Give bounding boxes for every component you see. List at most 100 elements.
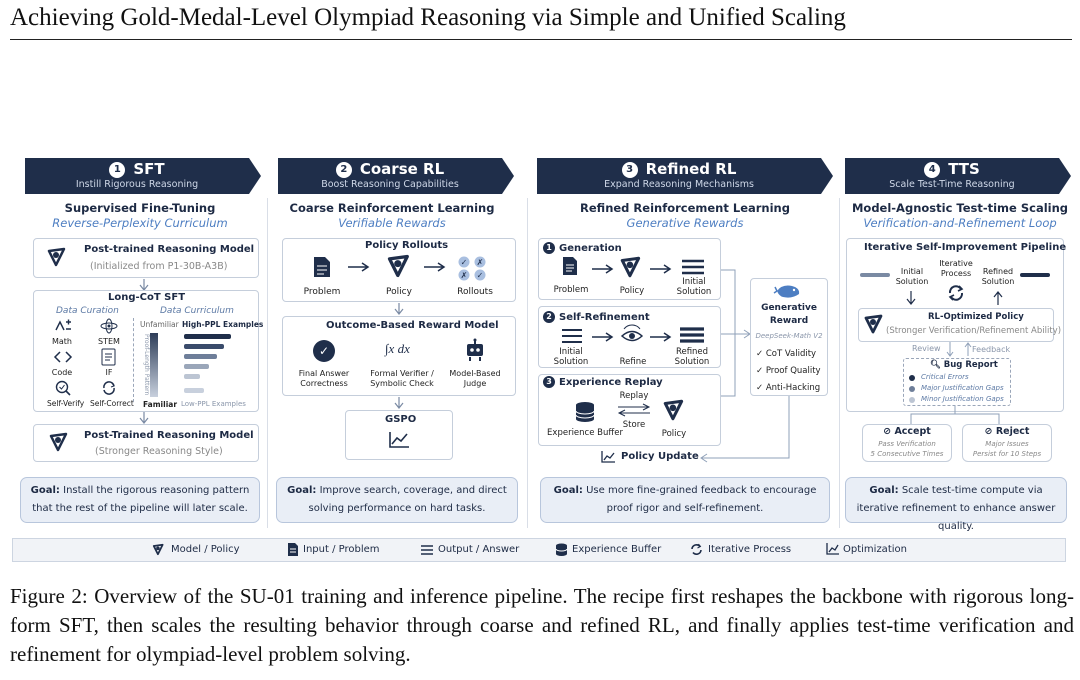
problem-label: Problem [553, 285, 589, 295]
example-bar [184, 388, 204, 393]
refined-lines-icon [680, 327, 704, 343]
initial-label: Initial [559, 347, 583, 357]
replay-label: Replay [619, 391, 649, 401]
severity-dot [909, 386, 915, 392]
model-policy-icon [49, 432, 68, 452]
flow-arrow-right [592, 264, 614, 274]
svg-text:✓: ✓ [477, 271, 484, 280]
post-trained-model-box [33, 424, 259, 462]
step-number: 1 [543, 242, 555, 254]
stage-name: SFT [133, 160, 165, 178]
accept-label: Accept [894, 426, 931, 437]
refine-label: Refine [619, 357, 647, 367]
svg-text:✗: ✗ [477, 258, 484, 267]
problem-document-icon [563, 257, 577, 275]
high-ppl-label: High-PPL Examples [182, 320, 264, 329]
rollouts-label: Rollouts [457, 287, 493, 297]
gspo-box [345, 410, 453, 460]
familiarity-gradient-bar [150, 333, 158, 397]
column-separator [527, 198, 528, 528]
integral-icon: ∫x dx [385, 341, 410, 356]
legend-item: Model / Policy [171, 544, 240, 555]
reject-condition: Major Issues [985, 440, 1029, 448]
goal-text: Scale test-time compute via iterative re… [856, 485, 1056, 532]
model-title: Post-trained Reasoning Model [84, 244, 255, 255]
item-label: STEM [98, 337, 120, 346]
goal-box: Goal: Install the rigorous reasoning pat… [20, 477, 260, 523]
legend-item: Optimization [843, 544, 907, 555]
robot-judge-icon [467, 338, 483, 361]
policy-icon [387, 254, 409, 278]
self-verify-icon [55, 380, 71, 396]
orm-judge-line1: Model-Based [449, 369, 501, 378]
verdict-connector-lines [910, 406, 1000, 424]
column-subtitle: Generative Rewards [626, 216, 744, 230]
bug-item: Minor Justification Gaps [921, 395, 1004, 403]
bug-item: Critical Errors [921, 373, 969, 381]
search-icon: 🔍︎ [930, 360, 944, 370]
item-label: Code [51, 368, 73, 377]
legend-bar [12, 538, 1066, 562]
policy-label: Policy [661, 429, 687, 439]
flow-arrow-right [424, 262, 446, 272]
self-correct-icon [103, 381, 115, 395]
check-circle-icon: ⊘︎ [883, 426, 895, 437]
item-label: Self-Correct [90, 399, 134, 408]
experience-buffer-icon [575, 402, 595, 422]
bug-report-box [903, 358, 1011, 406]
initial-label: Initial [900, 267, 924, 276]
reward-model-name: DeepSeek-Math V2 [755, 332, 823, 340]
goal-text: Install the rigorous reasoning pattern t… [32, 485, 250, 514]
initial-label: Initial [682, 277, 706, 287]
instruction-icon [101, 348, 116, 366]
rollouts-title: Policy Rollouts [365, 240, 449, 251]
check-item: ✓ Proof Quality [756, 366, 821, 376]
example-bar [184, 354, 217, 359]
rl-optimized-policy-box [858, 308, 1054, 342]
low-ppl-label: Low-PPL Examples [181, 400, 246, 408]
flow-arrow [906, 291, 916, 305]
refined-solution-bar [1020, 273, 1050, 277]
feedback-label: Feedback [972, 345, 1011, 354]
accept-box [862, 424, 952, 462]
model-policy-icon [152, 543, 164, 556]
solution-label: Solution [895, 277, 929, 286]
flow-arrow [394, 303, 404, 315]
generative-reward-box [750, 278, 828, 396]
output-lines-icon [421, 545, 433, 555]
orm-formal-line1: Formal Verifier / [370, 369, 434, 378]
policy-icon [663, 399, 684, 421]
initial-lines-icon [562, 329, 582, 343]
data-curriculum-label: Data Curriculum [160, 306, 234, 316]
generative-label: Generative [761, 303, 817, 313]
familiar-label: Familiar [143, 400, 178, 409]
flow-arrow-right [348, 262, 370, 272]
policy-label: Policy [386, 287, 412, 297]
orm-answer-line2: Correctness [300, 379, 348, 388]
stage-subtitle: Scale Test-Time Reasoning [889, 179, 1015, 190]
accept-condition: 5 Consecutive Times [870, 450, 944, 458]
column-separator [267, 198, 268, 528]
solution-label: Solution [676, 287, 712, 297]
stage-name: Coarse RL [359, 160, 445, 178]
iterative-label: Iterative [939, 259, 973, 268]
problem-document-icon [314, 257, 330, 277]
bug-report-title: 🔍︎ Bug Report [930, 360, 998, 370]
item-label: Self-Verify [47, 399, 85, 408]
goal-text: Use more fine-grained feedback to encour… [582, 485, 817, 514]
experience-replay-box [538, 374, 721, 446]
model-policy-icon [47, 247, 66, 267]
example-bar [184, 374, 200, 379]
curriculum-divider [133, 318, 134, 402]
refine-eye-icon [620, 324, 644, 342]
stage-number: 2 [336, 162, 352, 178]
stage-name: TTS [948, 160, 980, 178]
column-title: Model-Agnostic Test-time Scaling [851, 201, 1069, 215]
flow-arrow [394, 397, 404, 409]
optimization-chart-icon [601, 451, 615, 463]
